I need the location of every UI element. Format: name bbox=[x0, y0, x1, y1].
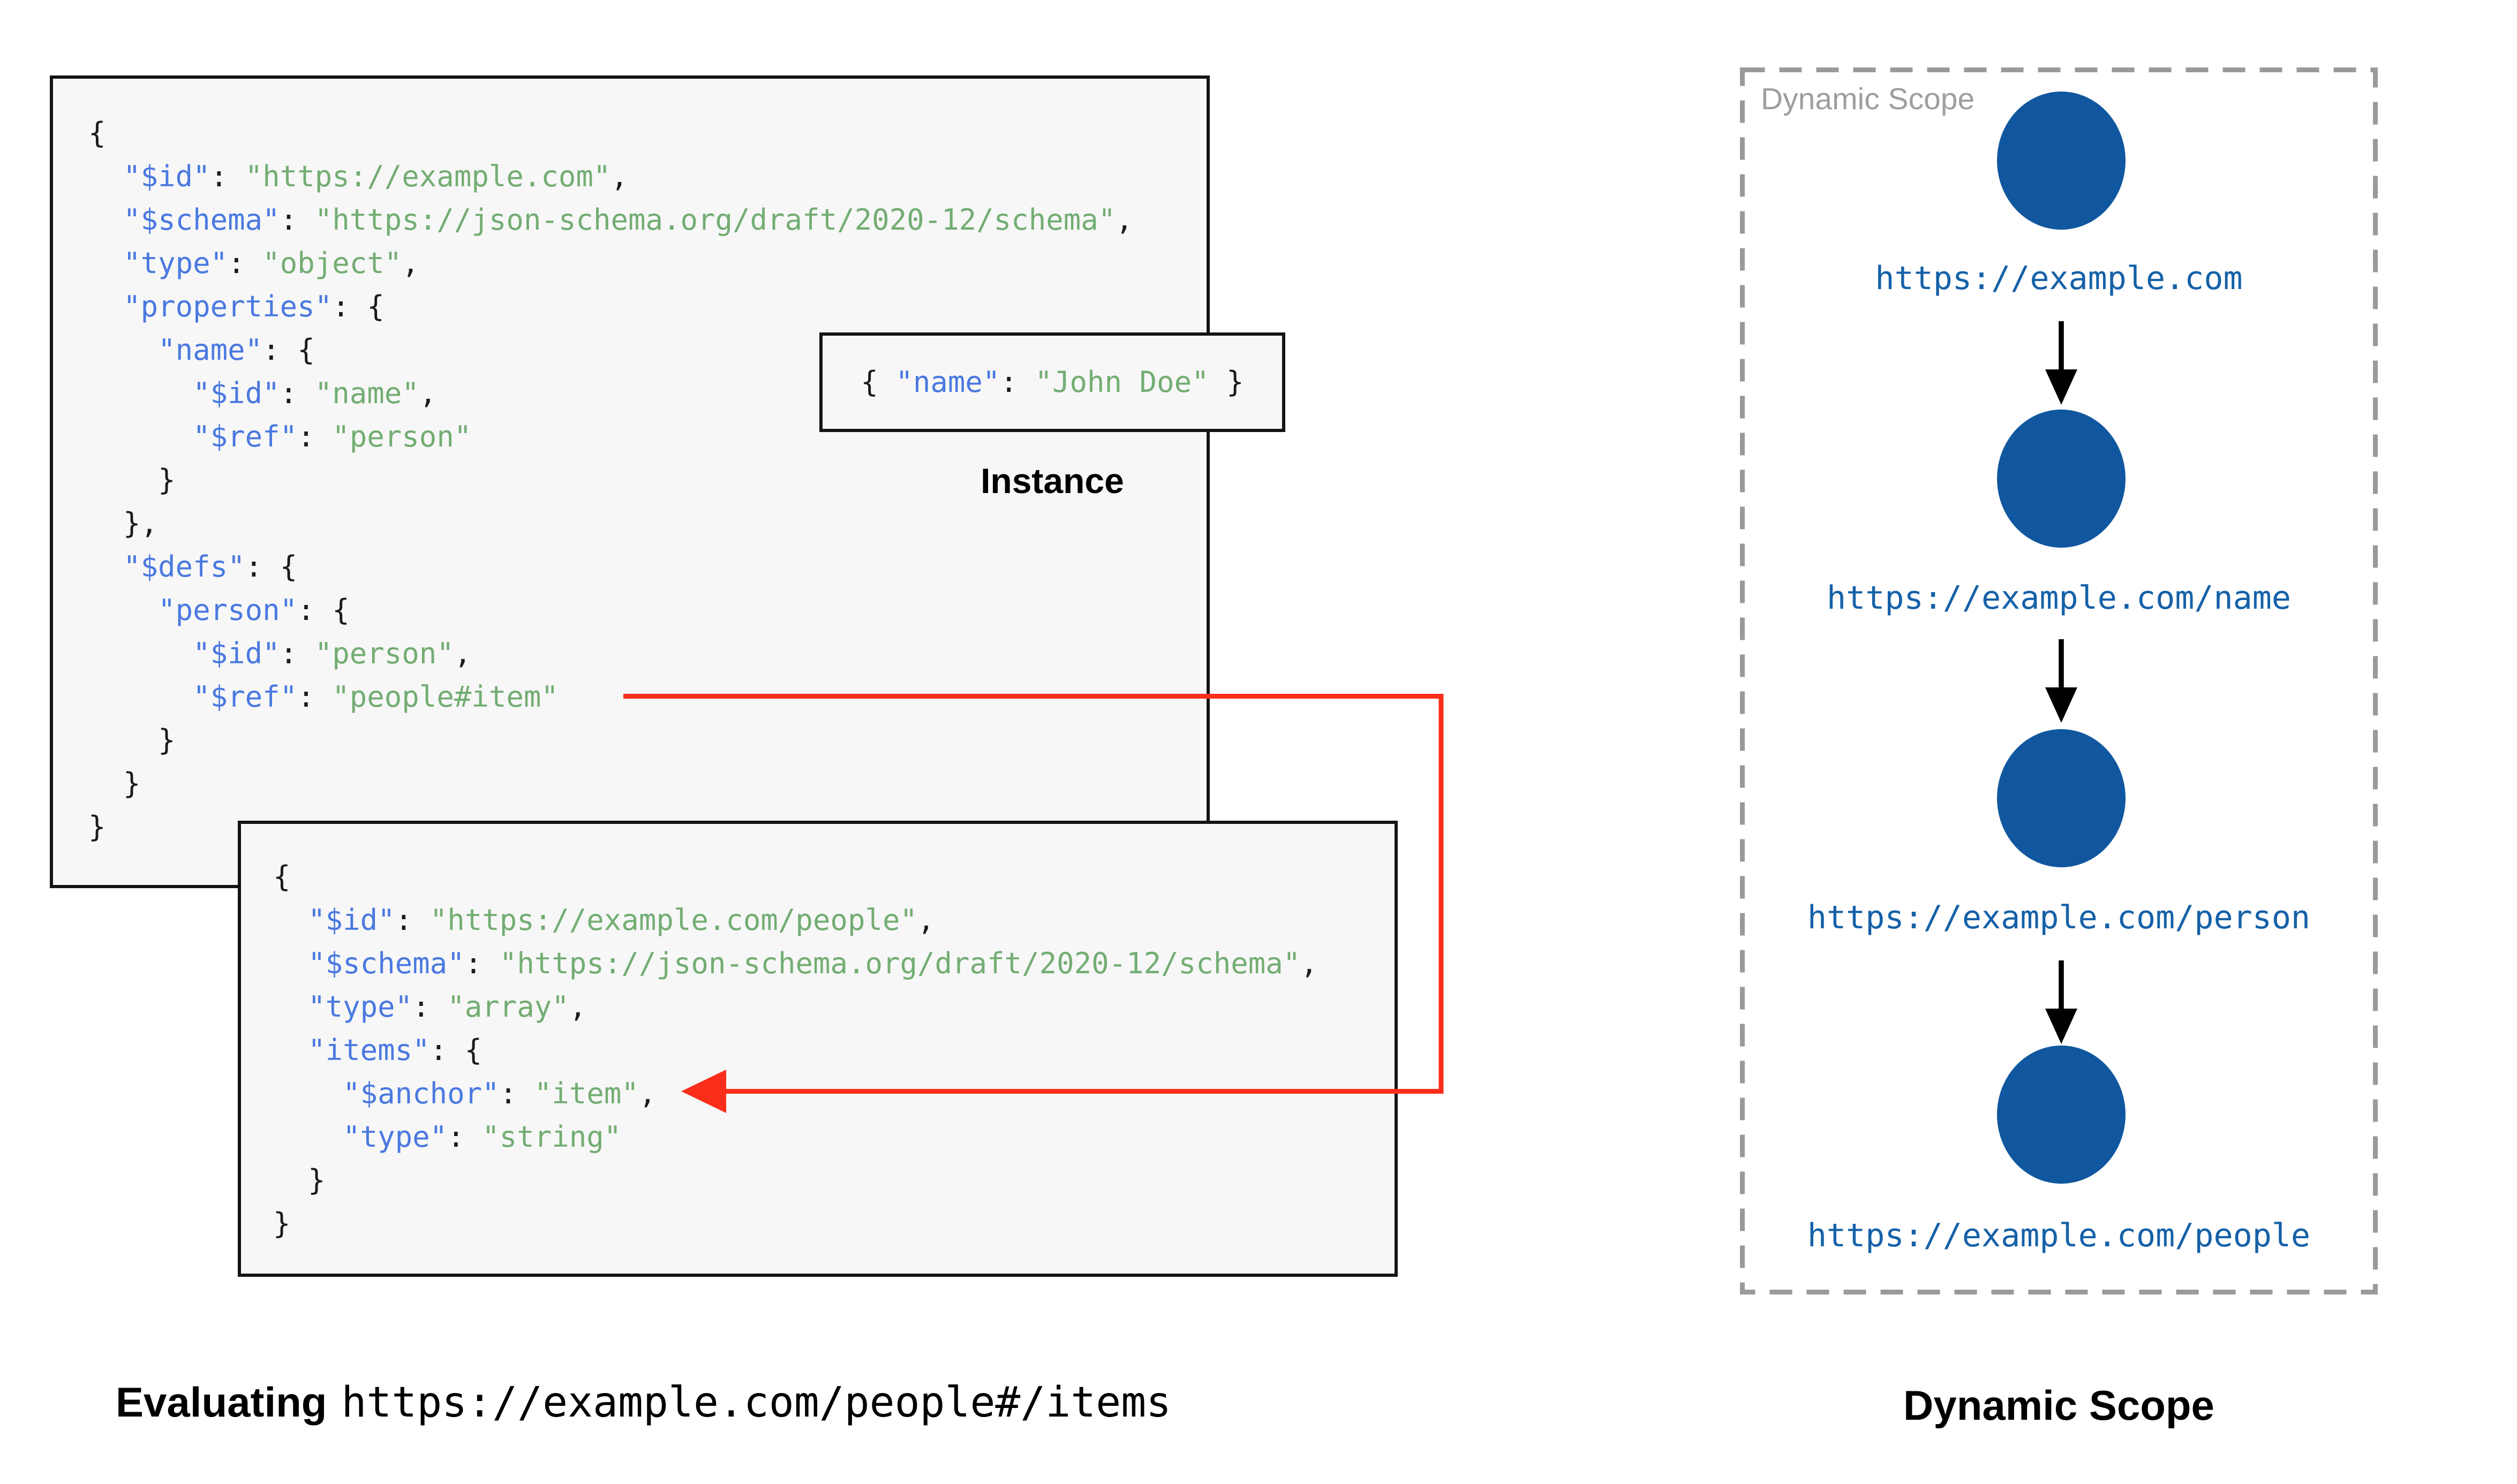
scope-node-label: https://example.com/name bbox=[1827, 578, 2291, 617]
code-line: "$defs": { bbox=[123, 551, 298, 585]
code-line: "$ref": "person" bbox=[193, 421, 472, 455]
evaluating-uri: https://example.com/people#/items bbox=[341, 1380, 1172, 1428]
code-line: } bbox=[88, 464, 176, 498]
dynamic-scope-panel: Dynamic Scope https://example.com https:… bbox=[1740, 67, 2378, 1294]
code-line: "$id": "https://example.com/people", bbox=[308, 904, 935, 938]
code-line: } bbox=[88, 811, 106, 845]
code-line: "$schema": "https://json-schema.org/draf… bbox=[308, 948, 1318, 981]
scope-node-circle bbox=[1997, 410, 2126, 548]
schema-box-people: { "$id": "https://example.com/people", "… bbox=[238, 821, 1398, 1277]
people-schema-code: { "$id": "https://example.com/people", "… bbox=[273, 856, 1395, 1246]
instance-box: { "name": "John Doe" } bbox=[819, 332, 1285, 432]
down-arrow-icon bbox=[2045, 639, 2077, 723]
scope-node-label: https://example.com/people bbox=[1807, 1216, 2311, 1254]
code-line: "person": { bbox=[158, 594, 350, 628]
dynamic-scope-watermark: Dynamic Scope bbox=[1761, 84, 1975, 117]
scope-node-circle bbox=[1997, 729, 2126, 867]
code-line: } bbox=[273, 1164, 326, 1198]
code-line: "$id": "person", bbox=[193, 638, 472, 671]
code-line: "$id": "name", bbox=[193, 377, 437, 411]
code-line: "$id": "https://example.com", bbox=[123, 161, 628, 194]
code-line: "type": "string" bbox=[343, 1121, 622, 1155]
code-line: "items": { bbox=[308, 1034, 483, 1068]
scope-node-circle bbox=[1997, 92, 2126, 230]
scope-node-label: https://example.com bbox=[1875, 259, 2243, 297]
instance-code: { "name": "John Doe" } bbox=[861, 361, 1244, 404]
down-arrow-icon bbox=[2045, 321, 2077, 405]
dashed-border bbox=[1740, 67, 2378, 1294]
code-line: } bbox=[273, 1208, 291, 1241]
scope-node-circle bbox=[1997, 1046, 2126, 1184]
code-line: }, bbox=[88, 508, 159, 541]
code-line: "type": "object", bbox=[123, 247, 419, 281]
dynamic-scope-caption: Dynamic Scope bbox=[1903, 1381, 2214, 1429]
code-line: "$ref": "people#item" bbox=[193, 681, 559, 715]
code-line: "type": "array", bbox=[308, 991, 587, 1025]
code-line: "$anchor": "item", bbox=[343, 1078, 657, 1111]
evaluating-prefix: Evaluating bbox=[116, 1378, 327, 1426]
code-line: "properties": { bbox=[123, 291, 385, 324]
instance-label: Instance bbox=[981, 461, 1124, 501]
evaluating-label: Evaluating https://example.com/people#/it… bbox=[116, 1372, 1171, 1441]
code-line: { bbox=[273, 861, 291, 895]
code-line: { "name": "John Doe" } bbox=[861, 365, 1244, 399]
root-schema-code: { "$id": "https://example.com", "$schema… bbox=[88, 112, 1207, 850]
scope-node-label: https://example.com/person bbox=[1807, 898, 2311, 936]
down-arrow-icon bbox=[2045, 960, 2077, 1044]
code-line: "name": { bbox=[158, 334, 315, 368]
code-line: "$schema": "https://json-schema.org/draf… bbox=[123, 204, 1133, 238]
code-line: } bbox=[88, 724, 176, 758]
code-line: } bbox=[88, 768, 141, 801]
code-line: { bbox=[88, 117, 106, 151]
